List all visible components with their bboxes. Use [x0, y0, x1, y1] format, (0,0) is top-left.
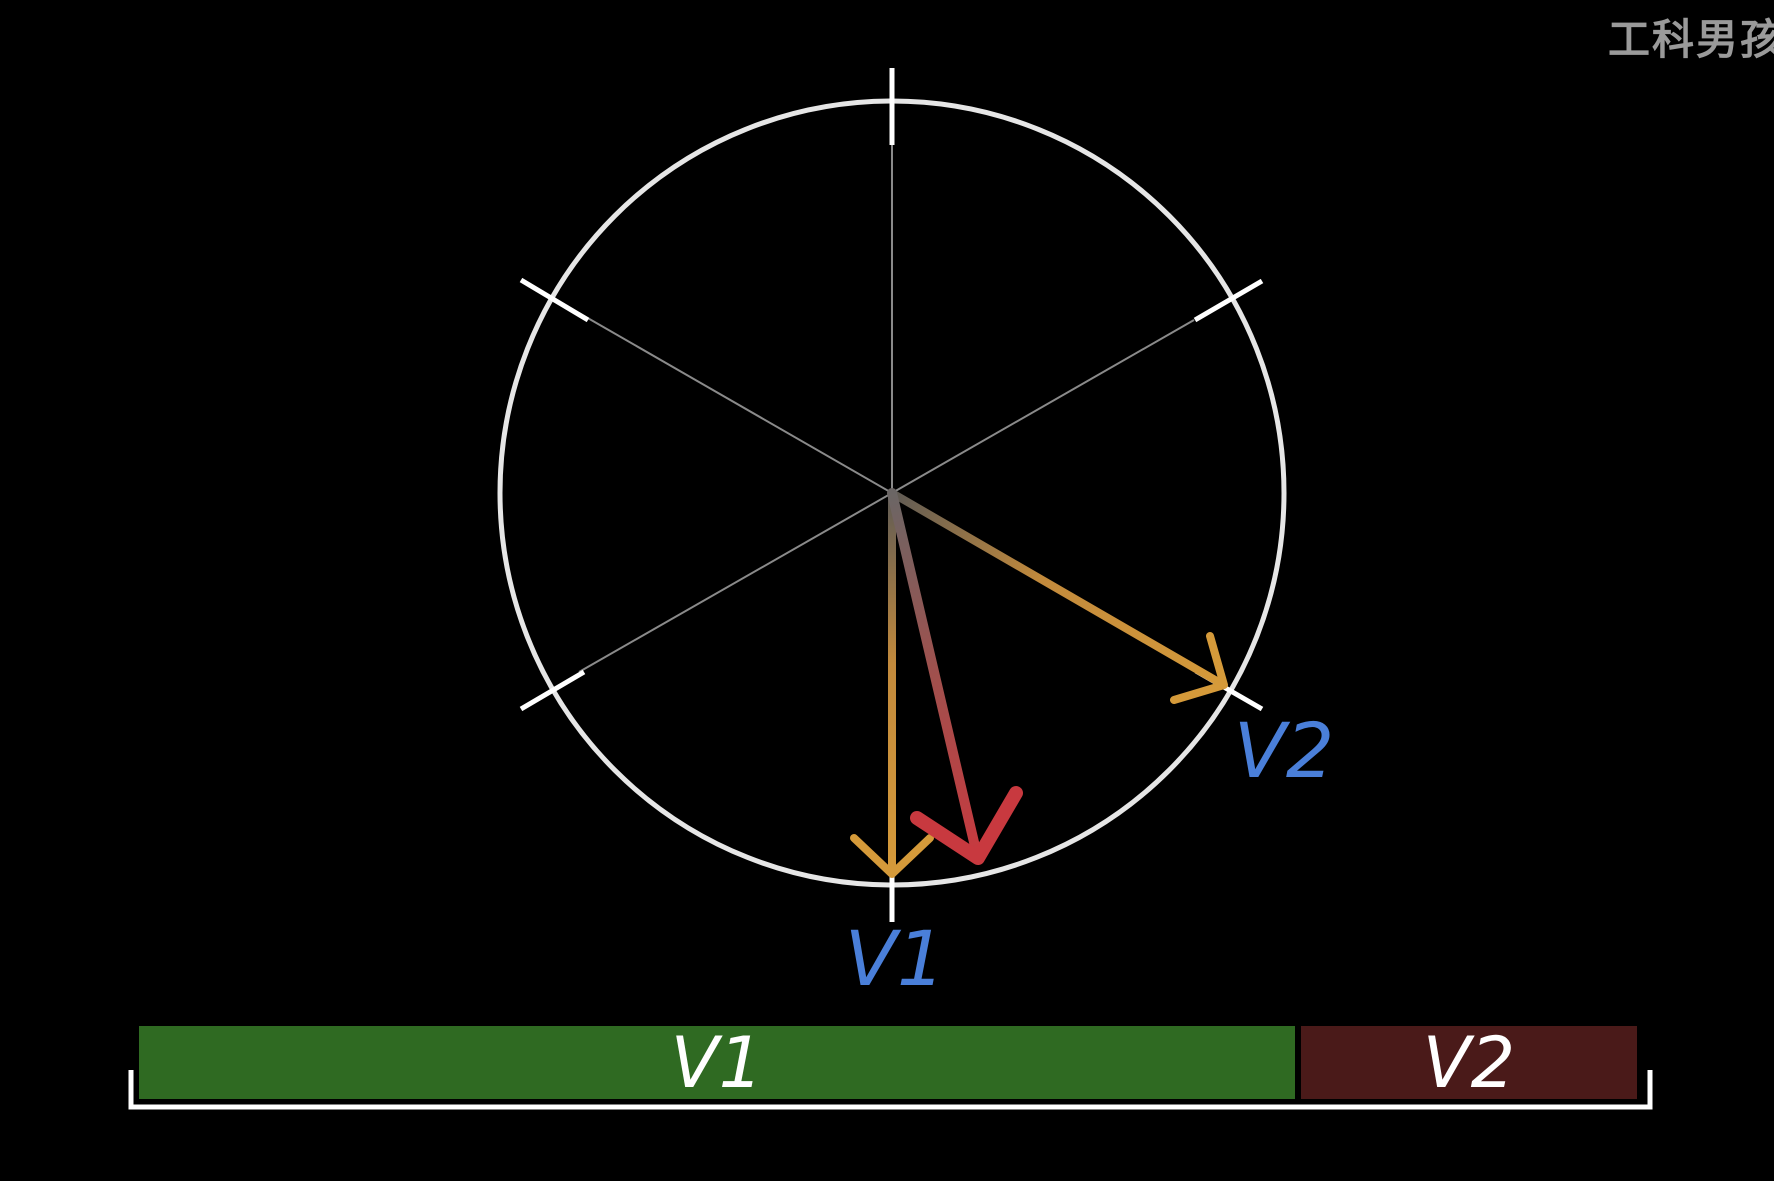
tick-marks [519, 68, 1264, 922]
spoke-upper-right [891, 319, 1195, 494]
period-bracket [128, 1070, 1653, 1110]
v2-segment-label: V2 [1423, 1022, 1515, 1104]
resultant-vector-shaft [887, 488, 982, 860]
v1-basic-vector [850, 489, 934, 878]
v2-vector-arrowhead [1170, 632, 1228, 704]
dwell-time-bar: V1 V2 [128, 1022, 1653, 1110]
spoke-upper-left [578, 312, 893, 494]
v2-basic-vector [888, 489, 1228, 704]
resultant-vector [887, 488, 1023, 865]
hexagon-spokes [578, 103, 1211, 677]
v2-time-segment [1301, 1026, 1637, 1099]
resultant-vector-arrowhead [910, 786, 1023, 865]
v2-vector-shaft [888, 489, 1226, 688]
v1-vector-label: V1 [845, 914, 945, 1003]
v2-vector-label: V2 [1234, 706, 1334, 795]
watermark-text: 工科男孩 [1608, 15, 1774, 64]
tick-upper-right [1193, 278, 1264, 323]
v1-vector-arrowhead [850, 834, 934, 878]
v1-time-segment [139, 1026, 1295, 1099]
v1-segment-label: V1 [671, 1022, 763, 1104]
spoke-lower-left [578, 492, 893, 673]
tick-upper-left [519, 277, 590, 323]
tick-lower-left [519, 669, 586, 712]
